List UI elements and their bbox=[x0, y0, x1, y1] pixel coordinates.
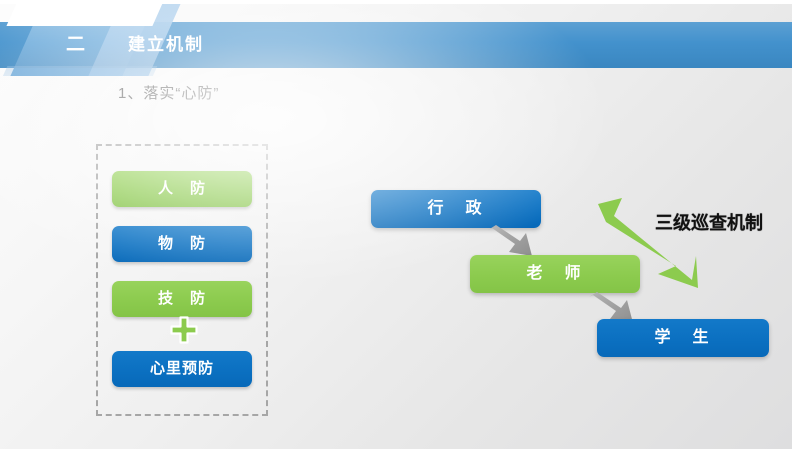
gray-arrow-icon bbox=[589, 292, 633, 323]
list-item: 心里预防 bbox=[112, 351, 252, 387]
header-chapter-number: 二 bbox=[65, 34, 86, 55]
flow-node-student: 学 生 bbox=[597, 319, 769, 357]
flow-node-teacher: 老 师 bbox=[470, 255, 640, 293]
header-band-sheen bbox=[0, 22, 792, 68]
dashed-group-border bbox=[96, 144, 268, 416]
callout-label: 三级巡查机制 bbox=[655, 213, 763, 233]
flow-node-administration: 行 政 bbox=[371, 190, 541, 228]
green-arrow-icon bbox=[598, 198, 698, 288]
plus-icon bbox=[170, 316, 198, 344]
header-fade-tail bbox=[0, 66, 158, 76]
page-title: 建立机制 bbox=[128, 35, 204, 54]
slide-header: 二 建立机制 bbox=[0, 4, 792, 76]
header-white-notch bbox=[6, 4, 176, 26]
gray-arrow-icon bbox=[488, 225, 532, 256]
list-item: 技 防 bbox=[112, 281, 252, 317]
slide-canvas: 二 建立机制 1、落实“心防” 人 防 物 防 技 防 心里预防 行 政 bbox=[0, 4, 792, 449]
list-item: 人 防 bbox=[112, 171, 252, 207]
section-subtitle: 1、落实“心防” bbox=[118, 85, 220, 102]
list-item: 物 防 bbox=[112, 226, 252, 262]
